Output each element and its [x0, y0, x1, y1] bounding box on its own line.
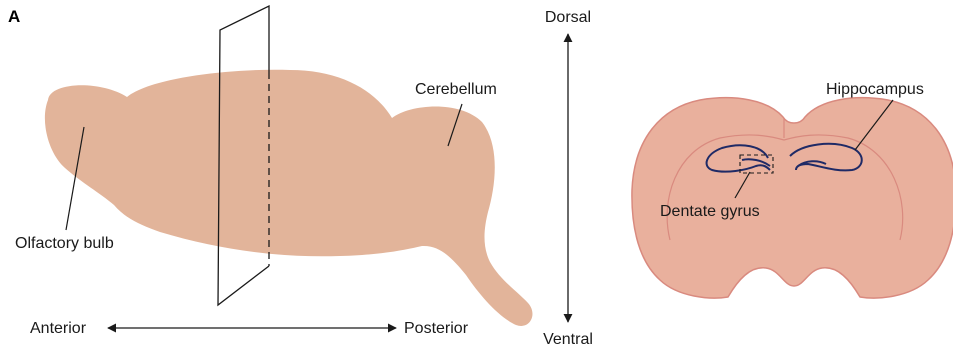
dentate-gyrus-label: Dentate gyrus — [660, 203, 760, 220]
coronal-section — [632, 98, 953, 298]
olfactory-bulb-label: Olfactory bulb — [15, 235, 114, 252]
posterior-label: Posterior — [404, 320, 469, 337]
hippocampus-label: Hippocampus — [826, 81, 924, 98]
anterior-label: Anterior — [30, 320, 87, 337]
cerebellum-label: Cerebellum — [415, 81, 497, 98]
ventral-label: Ventral — [543, 331, 593, 348]
dorsal-label: Dorsal — [545, 9, 591, 26]
panel-letter: A — [8, 7, 20, 26]
sagittal-brain — [45, 70, 533, 326]
